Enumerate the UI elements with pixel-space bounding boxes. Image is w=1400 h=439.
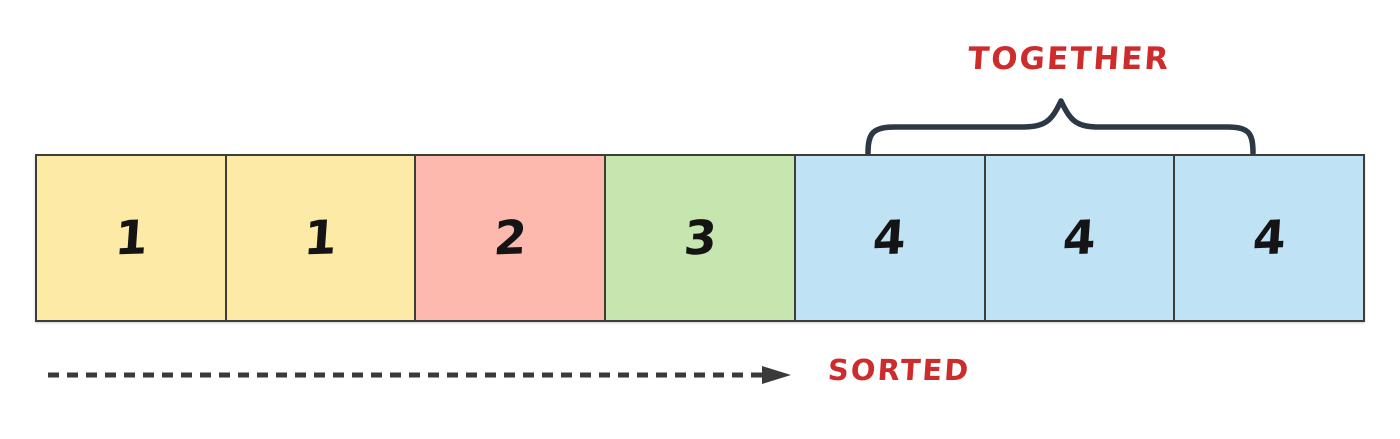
cell-value: 3 bbox=[681, 209, 719, 267]
cell-value: 1 bbox=[112, 209, 150, 267]
cell-value: 4 bbox=[871, 209, 909, 267]
cell-value: 1 bbox=[302, 209, 339, 267]
array-row: 1 1 2 3 4 4 4 bbox=[35, 154, 1365, 322]
array-cell: 3 bbox=[604, 156, 794, 320]
cell-value: 4 bbox=[1061, 209, 1098, 267]
curly-brace-path bbox=[865, 98, 1256, 156]
array-cell: 1 bbox=[224, 156, 415, 320]
array-cell: 2 bbox=[414, 156, 605, 320]
array-cell: 4 bbox=[983, 156, 1174, 320]
sorted-label: SORTED bbox=[826, 353, 972, 387]
array-cell: 4 bbox=[793, 156, 984, 320]
array-cell: 4 bbox=[1173, 156, 1364, 320]
cell-value: 4 bbox=[1250, 209, 1288, 267]
together-label: TOGETHER bbox=[966, 41, 1172, 77]
cell-value: 2 bbox=[491, 209, 529, 267]
arrow-head bbox=[762, 366, 791, 384]
array-cell: 1 bbox=[37, 156, 225, 320]
